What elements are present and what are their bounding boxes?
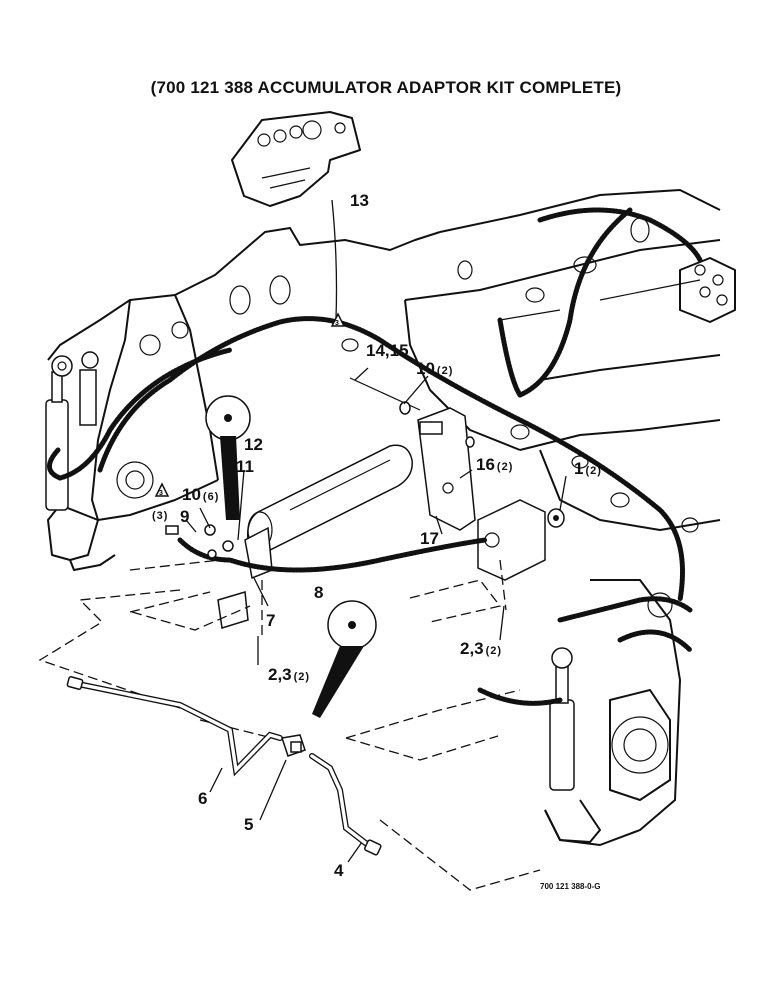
callout-2-3-right-qty: (2) — [485, 645, 503, 657]
callout-6: 6 — [198, 790, 207, 807]
pipe-6 — [66, 676, 283, 777]
figure-reference: 700 121 388-0-G — [540, 882, 601, 891]
callout-11: 11 — [236, 458, 254, 475]
chassis-frame-left — [47, 227, 441, 571]
mounting-plate — [231, 111, 361, 207]
callout-7-label: 7 — [266, 611, 276, 630]
callout-10-top: 10(2) — [416, 360, 453, 377]
pipe-4 — [309, 753, 382, 856]
triangle-note-label: 3 — [159, 490, 163, 497]
callout-5: 5 — [244, 816, 253, 833]
callout-3-note: (3) — [150, 505, 168, 522]
callout-14-15: 14,15 — [366, 342, 409, 359]
bracket-right — [477, 499, 565, 581]
callout-10-top-label: 10 — [416, 359, 435, 378]
callout-9: 9 — [180, 508, 189, 525]
callout-7: 7 — [266, 612, 275, 629]
callout-10-left: 10(6) — [182, 486, 219, 503]
callout-9-label: 9 — [180, 507, 190, 526]
callout-3-note-qty: (3) — [152, 510, 169, 522]
triangle-note-label: 3 — [335, 320, 339, 327]
callout-2-3-right-label: 2,3 — [460, 639, 484, 658]
washer-8-detail — [312, 600, 377, 718]
callout-2-3-left: 2,3(2) — [268, 666, 310, 683]
callout-1-qty: (2) — [585, 465, 602, 477]
callout-16-qty: (2) — [496, 461, 514, 473]
bracket-17 — [417, 407, 476, 531]
callout-4: 4 — [334, 862, 343, 879]
callout-12-label: 12 — [244, 435, 263, 454]
diagram-title: (700 121 388 ACCUMULATOR ADAPTOR KIT COM… — [150, 78, 622, 97]
callout-16-label: 16 — [476, 455, 495, 474]
callout-14-15-label: 14,15 — [366, 341, 409, 360]
callout-13: 13 — [350, 192, 369, 209]
callout-17: 17 — [420, 530, 439, 547]
chassis-frame-right — [404, 189, 721, 533]
note-triangle-top: 3 — [330, 312, 346, 327]
callout-12: 12 — [244, 436, 263, 453]
washer-12-detail — [205, 395, 251, 520]
dashed-guide-lines — [38, 559, 541, 891]
left-fittings — [165, 524, 234, 559]
leader-lines — [185, 367, 567, 863]
callout-8-label: 8 — [314, 583, 324, 602]
callout-17-label: 17 — [420, 529, 439, 548]
callout-2-3-left-qty: (2) — [293, 671, 311, 683]
left-cylinder — [45, 351, 99, 511]
valve-block — [679, 257, 736, 323]
accumulator-cylinder — [246, 444, 413, 553]
callout-11-label: 11 — [236, 457, 254, 476]
fitting-5 — [281, 734, 306, 757]
callout-1: 1(2) — [574, 460, 602, 477]
callout-10-top-qty: (2) — [436, 365, 454, 377]
callout-2-3-right: 2,3(2) — [460, 640, 502, 657]
callout-1-label: 1 — [574, 459, 584, 478]
callout-8: 8 — [314, 584, 323, 601]
callout-5-label: 5 — [244, 815, 254, 834]
hoses — [47, 207, 703, 706]
callout-10-left-qty: (6) — [202, 491, 220, 503]
callout-16: 16(2) — [476, 456, 513, 473]
callout-2-3-left-label: 2,3 — [268, 665, 292, 684]
callout-6-label: 6 — [198, 789, 208, 808]
callout-13-label: 13 — [350, 191, 369, 210]
note-triangle-left: 3 — [154, 482, 170, 497]
callout-4-label: 4 — [334, 861, 344, 880]
callout-10-left-label: 10 — [182, 485, 201, 504]
right-hub-assembly — [544, 579, 681, 846]
